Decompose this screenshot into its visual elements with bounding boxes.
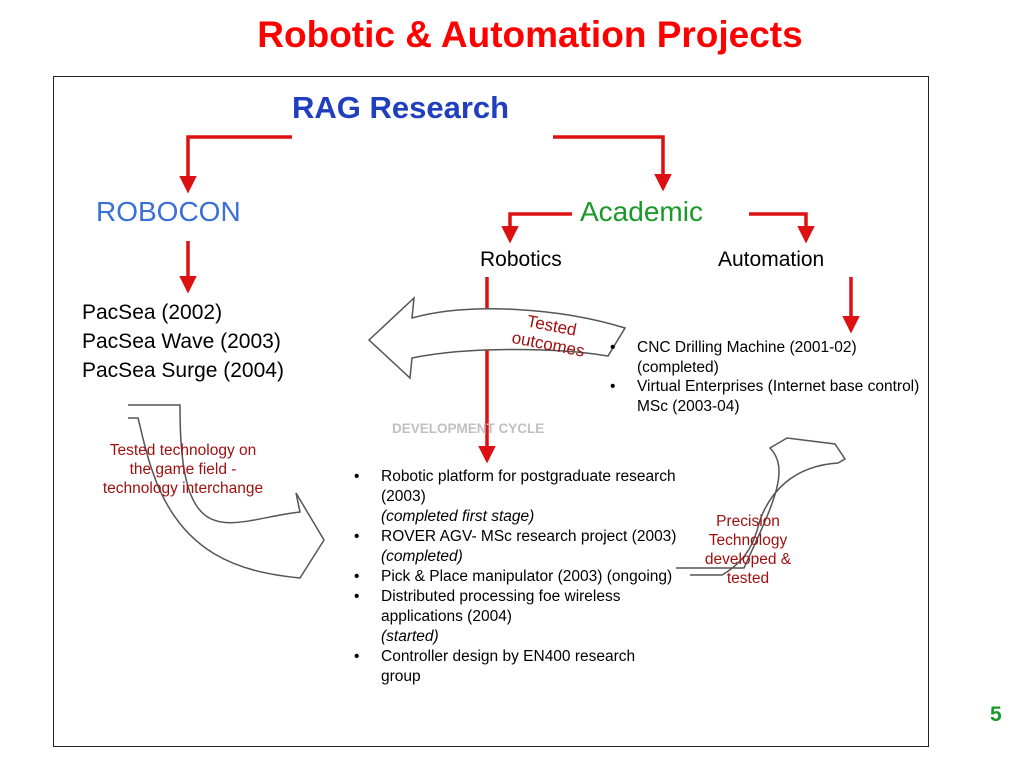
robotics-project-status: (started): [381, 628, 439, 645]
tested-technology-label: Tested technology on the game field - te…: [102, 442, 264, 497]
pacsea-project-list: PacSea (2002) PacSea Wave (2003) PacSea …: [82, 298, 284, 385]
tested-technology-arrow: [128, 404, 325, 579]
automation-project-text: Virtual Enterprises (Internet base contr…: [637, 378, 920, 415]
red-connector-lines: [179, 135, 860, 464]
robotics-project-item: Distributed processing foe wireless appl…: [348, 587, 678, 647]
robotics-project-list: Robotic platform for postgraduate resear…: [348, 467, 678, 687]
robotics-project-text: Distributed processing foe wireless appl…: [381, 588, 621, 625]
robotics-project-status: (completed first stage): [381, 508, 535, 525]
robotics-project-status: (completed): [381, 548, 463, 565]
diagram-frame: [53, 76, 929, 747]
academic-node: Academic: [580, 196, 703, 227]
rag-research-node: RAG Research: [292, 90, 510, 125]
robocon-node: ROBOCON: [96, 196, 241, 227]
robotics-project-text: Pick & Place manipulator (2003) (ongoing…: [381, 568, 673, 585]
development-cycle-label: DEVELOPMENT CYCLE: [392, 421, 545, 436]
page-number: 5: [990, 703, 1002, 726]
robotics-project-item: Pick & Place manipulator (2003) (ongoing…: [348, 567, 678, 587]
precision-technology-label: Precision Technology developed & tested: [704, 513, 792, 587]
robotics-project-item: ROVER AGV- MSc research project (2003) (…: [348, 527, 678, 567]
robotics-project-text: Robotic platform for postgraduate resear…: [381, 468, 676, 505]
pacsea-project-item: PacSea Surge (2004): [82, 359, 284, 382]
robotics-node: Robotics: [480, 248, 562, 271]
robotics-project-item: Robotic platform for postgraduate resear…: [348, 467, 678, 527]
automation-project-item: Virtual Enterprises (Internet base contr…: [604, 377, 924, 416]
robotics-project-item: Controller design by EN400 research grou…: [348, 647, 678, 687]
pacsea-project-item: PacSea Wave (2003): [82, 330, 281, 353]
academic-to-robotics-arrow: [501, 212, 572, 244]
outline-arrows: [128, 296, 847, 579]
automation-project-text: CNC Drilling Machine (2001-02) (complete…: [637, 339, 857, 376]
precision-technology-arrow: [676, 437, 847, 576]
automation-project-list: CNC Drilling Machine (2001-02) (complete…: [604, 338, 924, 416]
rag-to-robocon-arrow: [179, 135, 292, 194]
academic-to-automation-arrow: [749, 212, 815, 244]
robotics-project-text: Controller design by EN400 research grou…: [381, 648, 636, 685]
automation-project-item: CNC Drilling Machine (2001-02) (complete…: [604, 338, 924, 377]
robotics-project-text: ROVER AGV- MSc research project (2003): [381, 528, 677, 545]
tested-outcomes-arrow: [367, 296, 627, 380]
slide-title: Robotic & Automation Projects: [257, 14, 803, 55]
automation-node: Automation: [718, 248, 825, 271]
pacsea-project-item: PacSea (2002): [82, 301, 223, 324]
rag-to-academic-arrow: [553, 135, 672, 192]
